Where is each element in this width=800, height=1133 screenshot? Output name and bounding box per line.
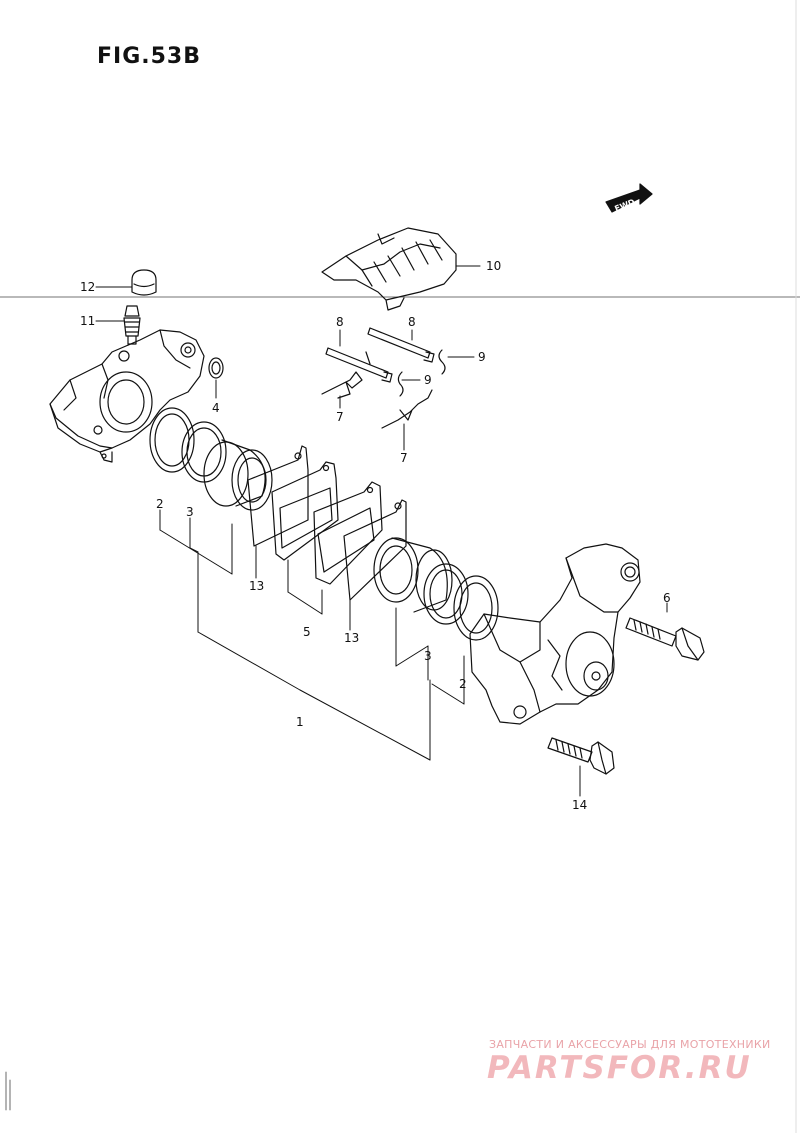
pin-clip-left (397, 371, 404, 397)
piston-seal-right (453, 575, 499, 641)
callout-8-left: 8 (336, 315, 344, 329)
caliper-bolt-upper (625, 617, 705, 661)
callout-12: 12 (80, 280, 95, 294)
callout-8-right: 8 (408, 315, 416, 329)
callout-13-left: 13 (249, 579, 264, 593)
pin-spring-right (381, 389, 433, 429)
callout-10: 10 (486, 259, 501, 273)
brake-pad-right (313, 481, 383, 585)
callout-7-right: 7 (400, 451, 408, 465)
callout-2-left: 2 (156, 497, 164, 511)
watermark-caption: ЗАПЧАСТИ И АКСЕССУАРЫ ДЛЯ МОТОТЕХНИКИ (489, 1038, 771, 1051)
callout-14: 14 (572, 798, 587, 812)
pin-clip-right (438, 349, 446, 375)
piston-seal-left (149, 407, 195, 473)
pin-spring-left (321, 371, 363, 399)
callout-3-left: 3 (186, 505, 194, 519)
o-ring-part (208, 357, 224, 379)
bleeder-cap-part (131, 269, 157, 296)
figure-title: FIG.53B (97, 44, 202, 69)
callout-4: 4 (212, 401, 220, 415)
fwd-arrow-icon (605, 183, 653, 213)
callout-2-right: 2 (459, 677, 467, 691)
callout-9-right: 9 (478, 350, 486, 364)
callout-6: 6 (663, 591, 671, 605)
caliper-housing-left (49, 329, 205, 463)
pad-pin-right (367, 327, 435, 363)
pad-pin-left (325, 347, 393, 383)
callout-1: 1 (296, 715, 304, 729)
callout-3-right: 3 (424, 649, 432, 663)
callout-9-left: 9 (424, 373, 432, 387)
callout-labels: 12 11 4 10 8 8 9 9 7 7 2 3 13 5 13 6 3 2… (80, 259, 671, 812)
piston-left (203, 439, 273, 511)
bleeder-screw-part (123, 305, 141, 345)
pad-shim-right (343, 499, 407, 601)
callout-5: 5 (303, 625, 311, 639)
pad-shim-left (247, 445, 309, 547)
callout-13-right: 13 (344, 631, 359, 645)
leader-lines (95, 265, 668, 797)
watermark-brand: PARTSFOR.RU (487, 1050, 752, 1086)
pad-spring-part (321, 227, 457, 311)
brake-pad-left (271, 461, 339, 561)
caliper-bolt-lower (547, 737, 615, 775)
callout-11: 11 (80, 314, 95, 328)
dust-seal-right (423, 563, 469, 625)
piston-right (373, 537, 453, 613)
caliper-housing-right (469, 543, 641, 725)
callout-7-left: 7 (336, 410, 344, 424)
